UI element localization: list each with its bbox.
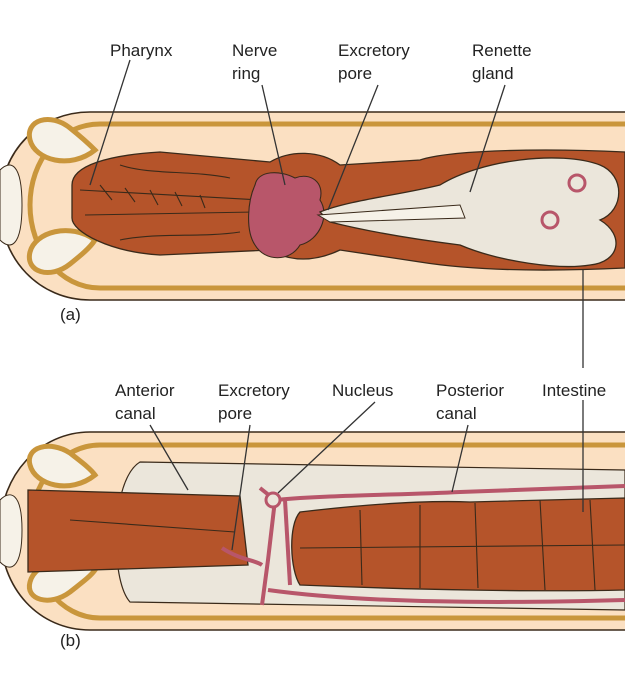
gland-duct-a xyxy=(316,204,466,223)
label-intestine: Intestine xyxy=(542,381,606,400)
label-nerve-ring: Nerve ring xyxy=(232,41,282,83)
head-tip-a xyxy=(0,164,23,246)
intestine-b xyxy=(291,497,625,592)
labels-b: Anterior canal Excretory pore Nucleus Po… xyxy=(115,381,606,423)
label-renette-gland: Renette gland xyxy=(472,41,536,83)
label-anterior-canal: Anterior canal xyxy=(115,381,179,423)
gland-nucleus-1-a xyxy=(567,173,587,193)
leaders-a xyxy=(89,59,506,211)
panel-label-a: (a) xyxy=(60,305,81,324)
pharynx-lumen-a xyxy=(79,164,261,241)
leaders-b xyxy=(149,401,469,551)
intestine-folds-b xyxy=(299,499,625,591)
panel-label-b: (b) xyxy=(60,631,81,650)
label-excretory-pore-a: Excretory pore xyxy=(338,41,415,83)
panel-b: (b) xyxy=(0,431,625,650)
label-nucleus: Nucleus xyxy=(332,381,393,400)
label-posterior-canal: Posterior canal xyxy=(436,381,509,423)
head-tip-b xyxy=(0,494,23,568)
labels-a: Pharynx Nerve ring Excretory pore Renett… xyxy=(110,41,536,83)
amphid-upper-a xyxy=(26,117,99,164)
pharynx-b xyxy=(27,489,249,573)
gland-nucleus-2-a xyxy=(540,210,560,230)
pharynx-lumen-b xyxy=(69,519,236,533)
panel-a: (a) xyxy=(0,111,625,324)
nerve-ring-a xyxy=(248,172,325,259)
amphid-upper-b xyxy=(26,443,99,489)
renette-gland-a xyxy=(318,157,620,268)
nucleus-b xyxy=(264,491,282,509)
label-excretory-pore-b: Excretory pore xyxy=(218,381,295,423)
label-pharynx: Pharynx xyxy=(110,41,173,60)
amphid-lower-a xyxy=(26,228,99,275)
